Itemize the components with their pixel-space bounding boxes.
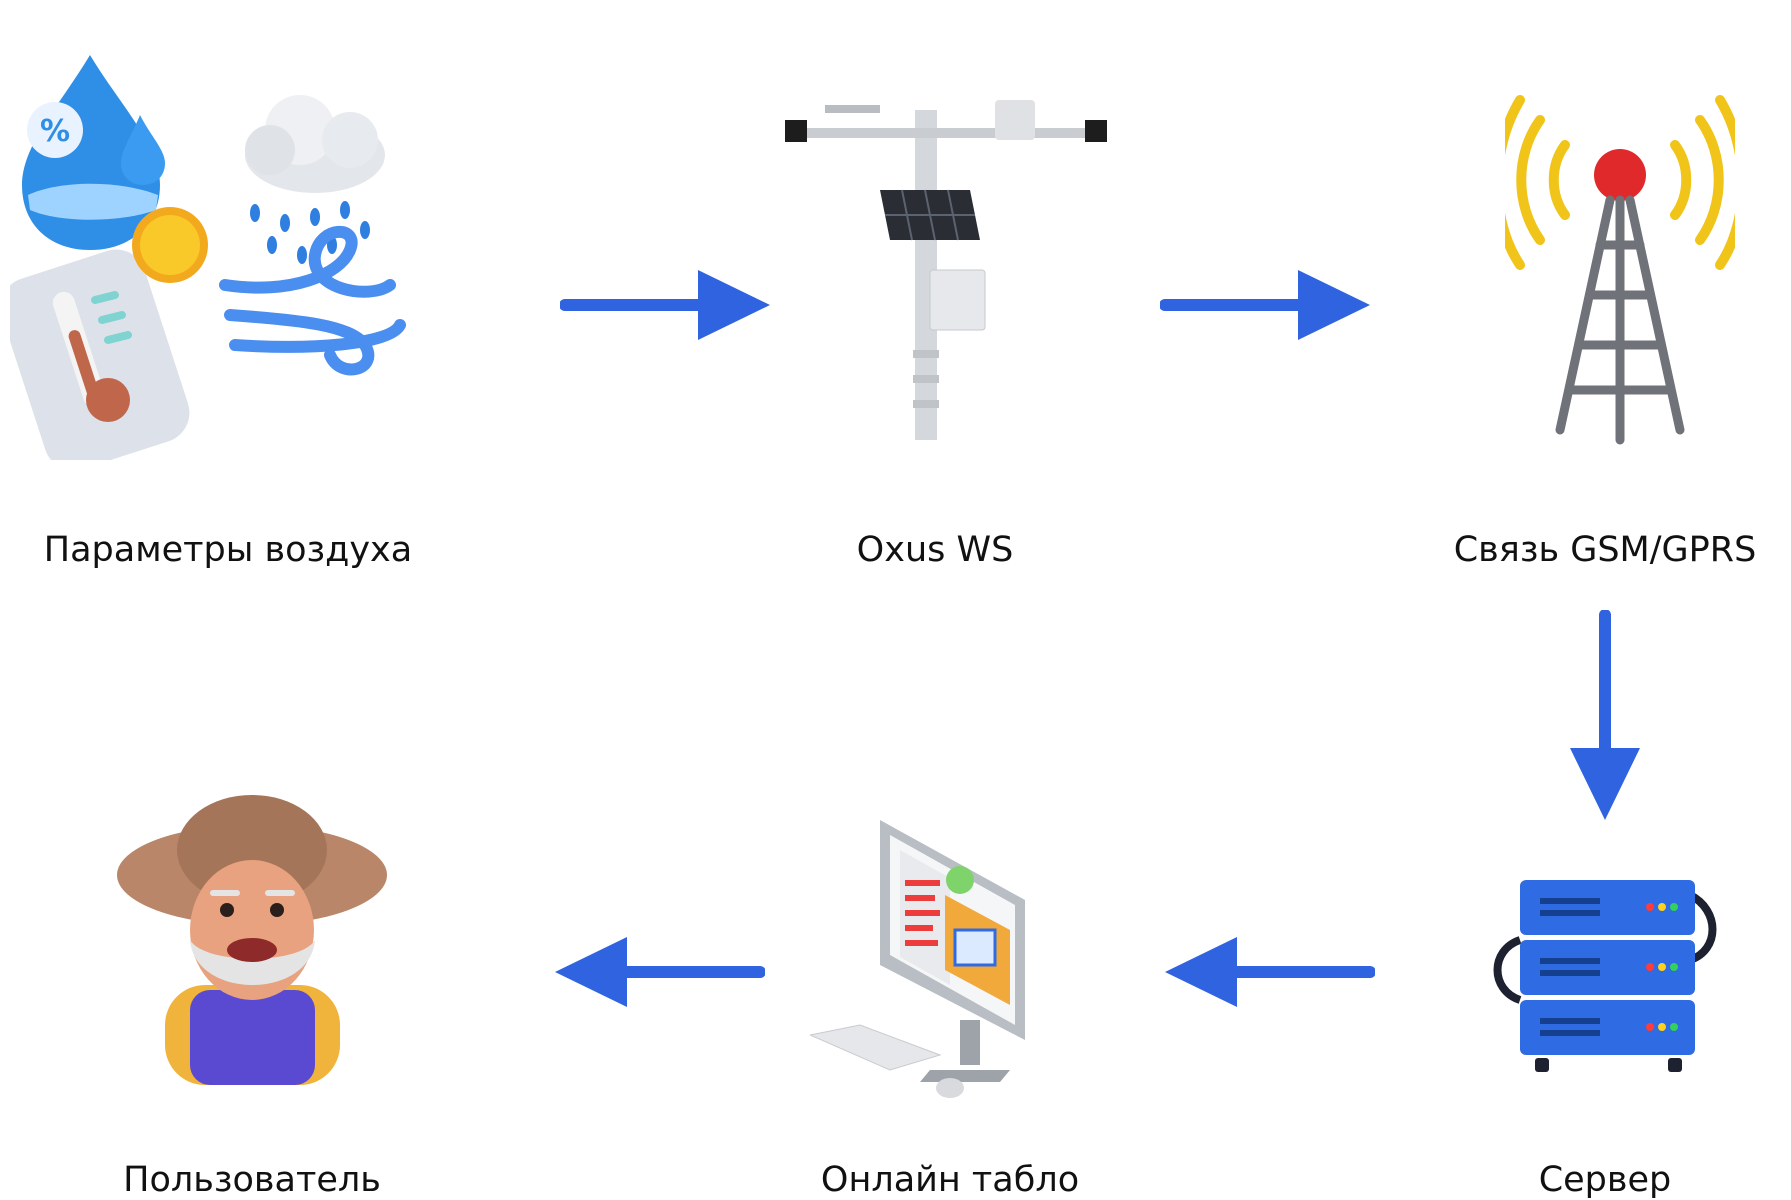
node-label-air-parameters: Параметры воздуха	[43, 530, 413, 570]
server-rack-graphic	[1490, 870, 1730, 1080]
cell-tower-icon	[1505, 95, 1735, 445]
farmer-avatar-icon	[117, 795, 387, 1085]
server-rack-icon	[1493, 880, 1717, 1072]
svg-text:%: %	[40, 114, 70, 149]
humidity-drop-icon: %	[22, 55, 165, 250]
arrow-board-to-user	[550, 932, 765, 1012]
thermometer-icon	[10, 249, 190, 460]
weather-station-icon	[785, 100, 1107, 440]
node-label-user: Пользователь	[123, 1160, 381, 1200]
node-label-server: Сервер	[1538, 1160, 1672, 1200]
rain-cloud-icon	[245, 95, 385, 264]
computer-monitor-graphic	[810, 820, 1040, 1110]
arrow-gsm-to-server	[1565, 610, 1645, 825]
air-parameters-graphic: %	[10, 45, 480, 460]
cell-tower-graphic	[1505, 95, 1735, 445]
weather-station-graphic	[780, 100, 1120, 445]
node-label-gsm-gprs: Связь GSM/GPRS	[1453, 530, 1757, 570]
node-label-oxus-ws: Oxus WS	[856, 530, 1014, 570]
wind-icon	[219, 225, 406, 376]
farmer-avatar-graphic	[115, 790, 390, 1085]
computer-monitor-icon	[810, 820, 1025, 1098]
arrow-station-to-gsm	[1160, 265, 1375, 345]
arrow-server-to-board	[1160, 932, 1375, 1012]
arrow-air-to-station	[560, 265, 775, 345]
sun-icon	[132, 207, 208, 283]
node-label-online-board: Онлайн табло	[820, 1160, 1080, 1200]
